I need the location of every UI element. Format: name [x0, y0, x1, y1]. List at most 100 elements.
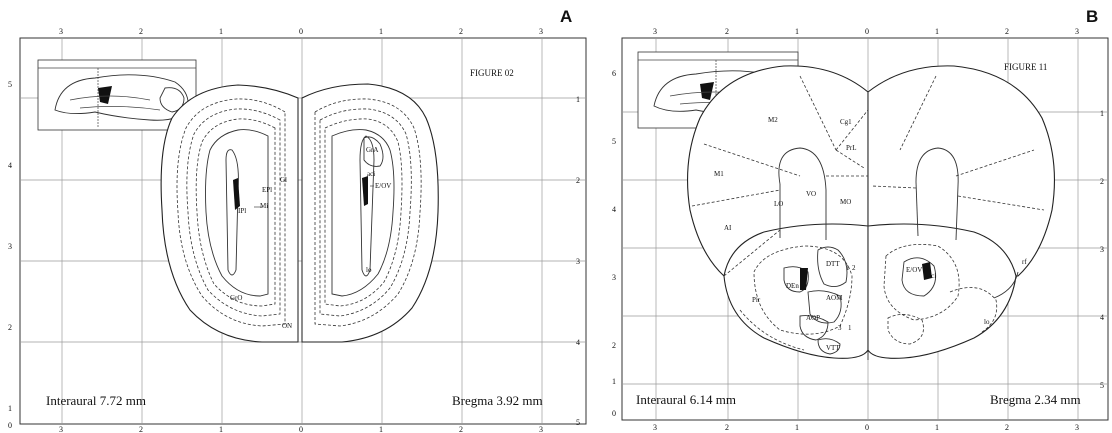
- region-label: ON: [282, 322, 292, 330]
- panel-a: A 3 2 1 0 1 2 3 3 2 1 0 1 2 3 5 4 3 2: [0, 0, 590, 433]
- tick-label: 1: [379, 27, 383, 36]
- tick-label: 3: [59, 425, 63, 433]
- right-axis-ticks: 1 2 3 4 5: [1100, 109, 1104, 390]
- bregma-caption: Bregma 2.34 mm: [990, 392, 1081, 407]
- region-label: Gl: [280, 176, 287, 184]
- region-label: AOM: [826, 294, 843, 302]
- figure-label: FIGURE 11: [1004, 62, 1047, 72]
- tick-label: 4: [1100, 313, 1104, 322]
- tick-label: 1: [795, 423, 799, 432]
- region-label: aci: [367, 170, 375, 178]
- tick-label: 2: [1005, 423, 1009, 432]
- tick-label: 2: [459, 425, 463, 433]
- tick-label: 1: [612, 377, 616, 386]
- region-label: Pir: [752, 296, 761, 304]
- tick-label: 0: [8, 421, 12, 430]
- tick-label: 3: [612, 273, 616, 282]
- tick-label: 4: [8, 161, 12, 170]
- tick-label: 3: [1075, 27, 1079, 36]
- top-axis-ticks: 3 2 1 0 1 2 3: [59, 27, 543, 36]
- region-label: Mi: [260, 202, 268, 210]
- tick-label: 3: [59, 27, 63, 36]
- region-label: Cg1: [840, 118, 852, 126]
- tick-label: 3: [653, 423, 657, 432]
- left-axis-ticks: 5 4 3 2 1 0: [8, 80, 12, 430]
- region-label: GrO: [230, 294, 242, 302]
- region-label: aci: [928, 272, 936, 280]
- figure-label: FIGURE 02: [470, 68, 514, 78]
- bottom-axis-ticks: 3 2 1 0 1 2 3: [59, 425, 543, 433]
- tick-label: 1: [795, 27, 799, 36]
- tick-label: 1: [935, 423, 939, 432]
- panel-b: B 3 2 1 0 1 2 3 3 2 1 0 1 2 3 6 5 4 3: [604, 0, 1112, 433]
- tick-label: 3: [539, 27, 543, 36]
- tick-label: 1: [1100, 109, 1104, 118]
- region-label: 1: [848, 324, 852, 332]
- tick-label: 2: [725, 27, 729, 36]
- region-label: VTT: [826, 344, 840, 352]
- tick-label: 5: [8, 80, 12, 89]
- region-label: LO: [774, 200, 783, 208]
- tick-label: 2: [1100, 177, 1104, 186]
- tick-label: 2: [1005, 27, 1009, 36]
- region-label: PrL: [846, 144, 857, 152]
- region-label: 3: [838, 324, 842, 332]
- tick-label: 0: [865, 423, 869, 432]
- tick-label: 2: [725, 423, 729, 432]
- tick-label: 3: [539, 425, 543, 433]
- tick-label: 4: [576, 338, 580, 347]
- tick-label: 1: [935, 27, 939, 36]
- region-label: AOP: [806, 314, 820, 322]
- tick-label: 2: [576, 176, 580, 185]
- left-axis-ticks: 6 5 4 3 2 1 0: [612, 69, 616, 418]
- interaural-caption: Interaural 7.72 mm: [46, 393, 146, 408]
- tick-label: 3: [1075, 423, 1079, 432]
- tick-label: 3: [1100, 245, 1104, 254]
- olfactory-bulb-section: [161, 84, 438, 342]
- tick-label: 0: [299, 27, 303, 36]
- tick-label: 3: [576, 257, 580, 266]
- region-label: M2: [768, 116, 778, 124]
- tick-label: 1: [219, 27, 223, 36]
- tick-label: 5: [1100, 381, 1104, 390]
- tick-label: 2: [612, 341, 616, 350]
- region-label: MO: [840, 198, 851, 206]
- region-label: rf: [1022, 258, 1027, 266]
- top-axis-ticks: 3 2 1 0 1 2 3: [653, 27, 1079, 36]
- tick-label: 5: [612, 137, 616, 146]
- tick-label: 1: [379, 425, 383, 433]
- tick-label: 1: [576, 95, 580, 104]
- region-label: GrA: [366, 146, 378, 154]
- region-label: DTT: [826, 260, 840, 268]
- tick-label: 3: [8, 242, 12, 251]
- region-label: DEn: [786, 282, 799, 290]
- tick-label: 0: [299, 425, 303, 433]
- tick-label: 3: [653, 27, 657, 36]
- tick-label: 5: [576, 418, 580, 427]
- region-label: 2: [852, 264, 856, 272]
- tick-label: 2: [459, 27, 463, 36]
- tick-label: 2: [8, 323, 12, 332]
- region-label: AI: [724, 224, 732, 232]
- region-label: IPl: [238, 207, 246, 215]
- tick-label: 4: [612, 205, 616, 214]
- region-label: EPl: [262, 186, 272, 194]
- region-label: M1: [714, 170, 724, 178]
- frontal-section: [688, 66, 1055, 360]
- tick-label: 1: [219, 425, 223, 433]
- region-label: lo: [366, 266, 372, 274]
- tick-label: 2: [139, 425, 143, 433]
- region-label: lo: [984, 318, 990, 326]
- interaural-caption: Interaural 6.14 mm: [636, 392, 736, 407]
- region-label: VO: [806, 190, 816, 198]
- bregma-caption: Bregma 3.92 mm: [452, 393, 543, 408]
- tick-label: 0: [612, 409, 616, 418]
- region-label: E/OV: [375, 182, 391, 190]
- region-label: 1: [846, 264, 850, 272]
- tick-label: 0: [865, 27, 869, 36]
- right-axis-ticks: 1 2 3 4 5: [576, 95, 580, 427]
- panel-letter: A: [560, 7, 572, 26]
- bottom-axis-ticks: 3 2 1 0 1 2 3: [653, 423, 1079, 432]
- region-label: E/OV: [906, 266, 922, 274]
- tick-label: 2: [139, 27, 143, 36]
